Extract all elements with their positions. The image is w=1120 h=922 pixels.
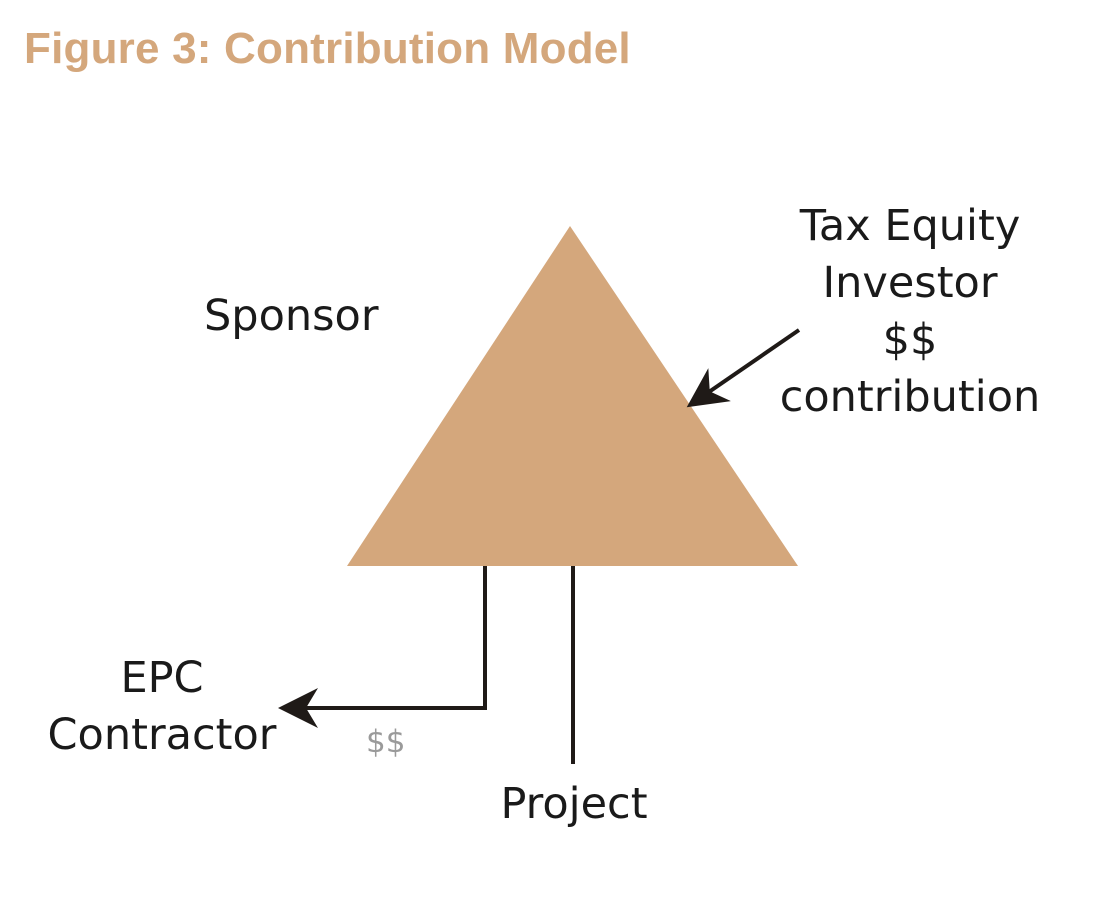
project-triangle [347,226,798,566]
investor-label-line: Tax Equity [799,201,1021,251]
epc-payment-connector [278,566,487,728]
tax-equity-investor-label: Tax Equity Investor $$ contribution [762,198,1058,426]
epc-contractor-label: EPC Contractor [30,650,294,764]
investor-contribution-arrow [686,328,801,408]
sponsor-label: Sponsor [204,291,379,341]
investor-label-line: $$ [882,315,938,365]
epc-label-line: Contractor [47,710,277,760]
project-label: Project [500,779,648,829]
epc-payment-amount: $$ [366,724,406,760]
investor-label-line: contribution [779,372,1041,422]
figure-title: Figure 3: Contribution Model [24,24,631,73]
epc-label-line: EPC [120,653,204,703]
investor-label-line: Investor [822,258,998,308]
